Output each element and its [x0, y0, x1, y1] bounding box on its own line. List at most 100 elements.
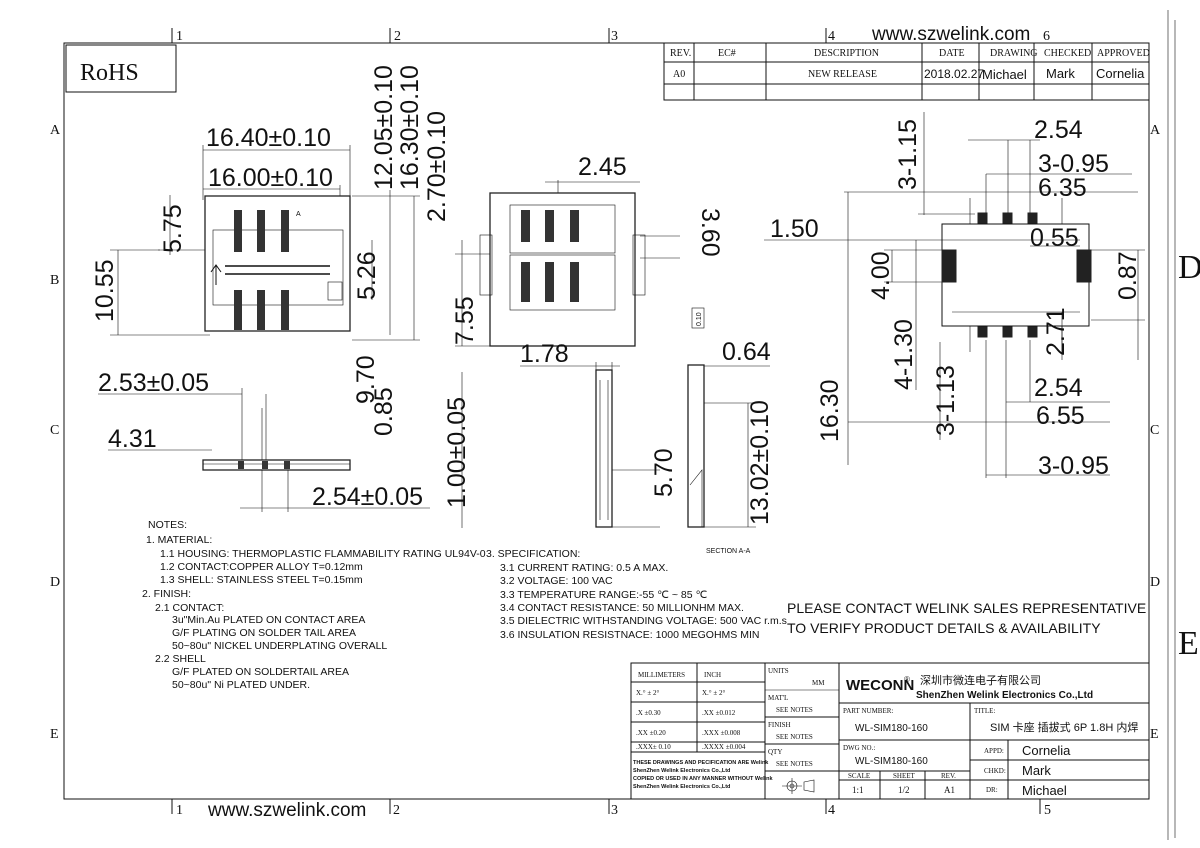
dim-16-40: 16.40±0.10 — [206, 124, 331, 152]
grid-row-d-big: D — [1178, 249, 1200, 286]
dim-5-75: 5.75 — [159, 204, 187, 253]
dim-2-45: 2.45 — [578, 153, 627, 181]
drawing-title: SIM 卡座 插拔式 6P 1.8H 内焊 — [990, 720, 1138, 734]
grid-col-5-bottom: 5 — [1044, 803, 1051, 818]
grid-row-c: C — [50, 423, 59, 438]
tol-footer: ShenZhen Welink Electronics Co.,Ltd — [633, 784, 730, 790]
notes-left: NOTES: 1. MATERIAL: 1.1 HOUSING: THERMOP… — [142, 519, 486, 691]
section-label: SECTION A-A — [706, 548, 751, 555]
tol-cell: .XX ±0.012 — [702, 709, 736, 717]
note-line: 50~80u" Ni PLATED UNDER. — [172, 679, 310, 691]
qty-value: SEE NOTES — [776, 760, 813, 768]
dim-3-1-15: 3-1.15 — [894, 119, 922, 190]
grid-rows: A B C D E A C D E D E — [50, 123, 1200, 742]
tol-footer: THESE DRAWINGS AND PECIFICATION ARE Weli… — [633, 760, 769, 766]
top-view: 16.40±0.10 16.00±0.10 5.75 10.55 12.05±0… — [91, 65, 451, 341]
grid-col-4-bottom: 4 — [828, 803, 835, 818]
rev-header-approved: APPROVED — [1097, 48, 1150, 59]
rev-value: A1 — [944, 785, 955, 795]
dim-4-1-30: 4-1.30 — [890, 319, 918, 390]
finish-value: SEE NOTES — [776, 733, 813, 741]
dim-2-71: 2.71 — [1042, 307, 1070, 356]
spec-line: 3.4 CONTACT RESISTANCE: 50 MILLIONHM MAX… — [500, 602, 744, 614]
note-line: 3u"Min.Au PLATED ON CONTACT AREA — [172, 614, 365, 626]
dim-5-26: 5.26 — [353, 251, 381, 300]
rev-cell-checked: Mark — [1046, 66, 1075, 81]
dr-value: Michael — [1022, 783, 1067, 798]
front-view-body — [202, 459, 351, 471]
tol-cell: .XX ±0.20 — [636, 729, 666, 737]
rohs-label: RoHS — [80, 60, 139, 86]
rev-header-ec: EC# — [718, 48, 736, 59]
spec-line: 3. SPECIFICATION: — [486, 548, 580, 560]
contact-line-2: TO VERIFY PRODUCT DETAILS & AVAILABILITY — [787, 620, 1101, 636]
matl-label: MAT'L — [768, 694, 788, 702]
dim-4-00: 4.00 — [867, 251, 895, 300]
grid-row-e-big: E — [1178, 625, 1199, 662]
dim-9-70: 9.70 — [352, 355, 380, 404]
chkd-label: CHKD: — [984, 767, 1006, 775]
grid-row-a-right: A — [1150, 123, 1161, 138]
side-profile: 1.78 1.00±0.05 5.70 — [443, 340, 678, 528]
side-view-body — [489, 192, 636, 347]
grid-col-1: 1 — [176, 29, 183, 44]
note-line: 50~80u" NICKEL UNDERPLATING OVERALL — [172, 640, 387, 652]
dim-0-64: 0.64 — [722, 338, 771, 366]
grid-row-e-right: E — [1150, 727, 1159, 742]
appd-value: Cornelia — [1022, 743, 1071, 758]
dim-16-00: 16.00±0.10 — [208, 164, 333, 192]
grid-row-a: A — [50, 123, 61, 138]
dim-5-70: 5.70 — [650, 448, 678, 497]
rev-header-description: DESCRIPTION — [814, 48, 879, 59]
part-number: WL-SIM180-160 — [855, 723, 928, 734]
top-view-body — [204, 195, 351, 332]
tol-footer: COPIED OR USED IN ANY MANNER WITHOUT Wel… — [633, 776, 773, 782]
tol-header-mm: MILLIMETERS — [638, 671, 685, 679]
grid-col-2: 2 — [394, 29, 401, 44]
outer-frame — [63, 42, 1150, 800]
dim-3-0-95-a: 3-0.95 — [1038, 150, 1109, 178]
rev-cell-approved: Cornelia — [1096, 66, 1145, 81]
dim-0-55: 0.55 — [1030, 224, 1079, 252]
notes-right: 3. SPECIFICATION: 3.1 CURRENT RATING: 0.… — [486, 548, 787, 641]
tol-cell: .XXX± 0.10 — [636, 743, 671, 751]
dim-2-54-b: 2.54 — [1034, 374, 1083, 402]
tol-cell: .XXXX ±0.004 — [702, 743, 746, 751]
dim-2-54-tol: 2.54±0.05 — [312, 483, 423, 511]
qty-label: QTY — [768, 748, 782, 756]
spec-line: 3.5 DIELECTRIC WITHSTANDING VOLTAGE: 500… — [500, 615, 787, 627]
dim-7-55: 7.55 — [451, 296, 479, 345]
note-line: 1.2 CONTACT:COPPER ALLOY T=0.12mm — [160, 561, 363, 573]
page-fold-edge — [1167, 10, 1176, 840]
dim-16-30-top: 16.30±0.10 — [396, 65, 424, 190]
spec-line: 3.1 CURRENT RATING: 0.5 A MAX. — [500, 562, 668, 574]
matl-value: SEE NOTES — [776, 706, 813, 714]
company-brand: WECONN — [846, 677, 914, 694]
website-footer: www.szwelink.com — [207, 800, 366, 821]
front-view: 2.53±0.05 4.31 9.70 0.85 2.54±0.05 — [98, 355, 430, 512]
dim-2-70: 2.70±0.10 — [423, 111, 451, 222]
note-line: 1.3 SHELL: STAINLESS STEEL T=0.15mm — [160, 574, 363, 586]
grid-columns: 1 2 3 4 6 1 2 3 4 5 — [171, 28, 1051, 818]
grid-row-e: E — [50, 727, 59, 742]
note-line: G/F PLATED ON SOLDERTAIL AREA — [172, 666, 349, 678]
part-number-label: PART NUMBER: — [843, 707, 893, 715]
dim-4-31: 4.31 — [108, 425, 157, 453]
dwg-no: WL-SIM180-160 — [855, 756, 928, 767]
rev-header-date: DATE — [939, 48, 965, 59]
units-column: UNITS MM MAT'L SEE NOTES FINISH SEE NOTE… — [764, 662, 840, 800]
grid-row-c-right: C — [1150, 423, 1159, 438]
rev-header-checked: CHECKED — [1044, 48, 1091, 59]
scale-value: 1:1 — [852, 785, 864, 795]
appd-label: APPD: — [984, 747, 1004, 755]
dim-2-53: 2.53±0.05 — [98, 369, 209, 397]
note-line: G/F PLATING ON SOLDER TAIL AREA — [172, 627, 356, 639]
note-line: 1. MATERIAL: — [146, 534, 212, 546]
dim-12-05: 12.05±0.10 — [370, 65, 398, 190]
section-a-a: 0.10 0.64 13.02±0.10 SECTION A-A — [687, 307, 774, 555]
dim-0-10: 0.10 — [696, 312, 703, 326]
website-header: www.szwelink.com — [871, 24, 1030, 45]
tol-cell: .XXX ±0.008 — [702, 729, 741, 737]
grid-col-3-bottom: 3 — [611, 803, 618, 818]
